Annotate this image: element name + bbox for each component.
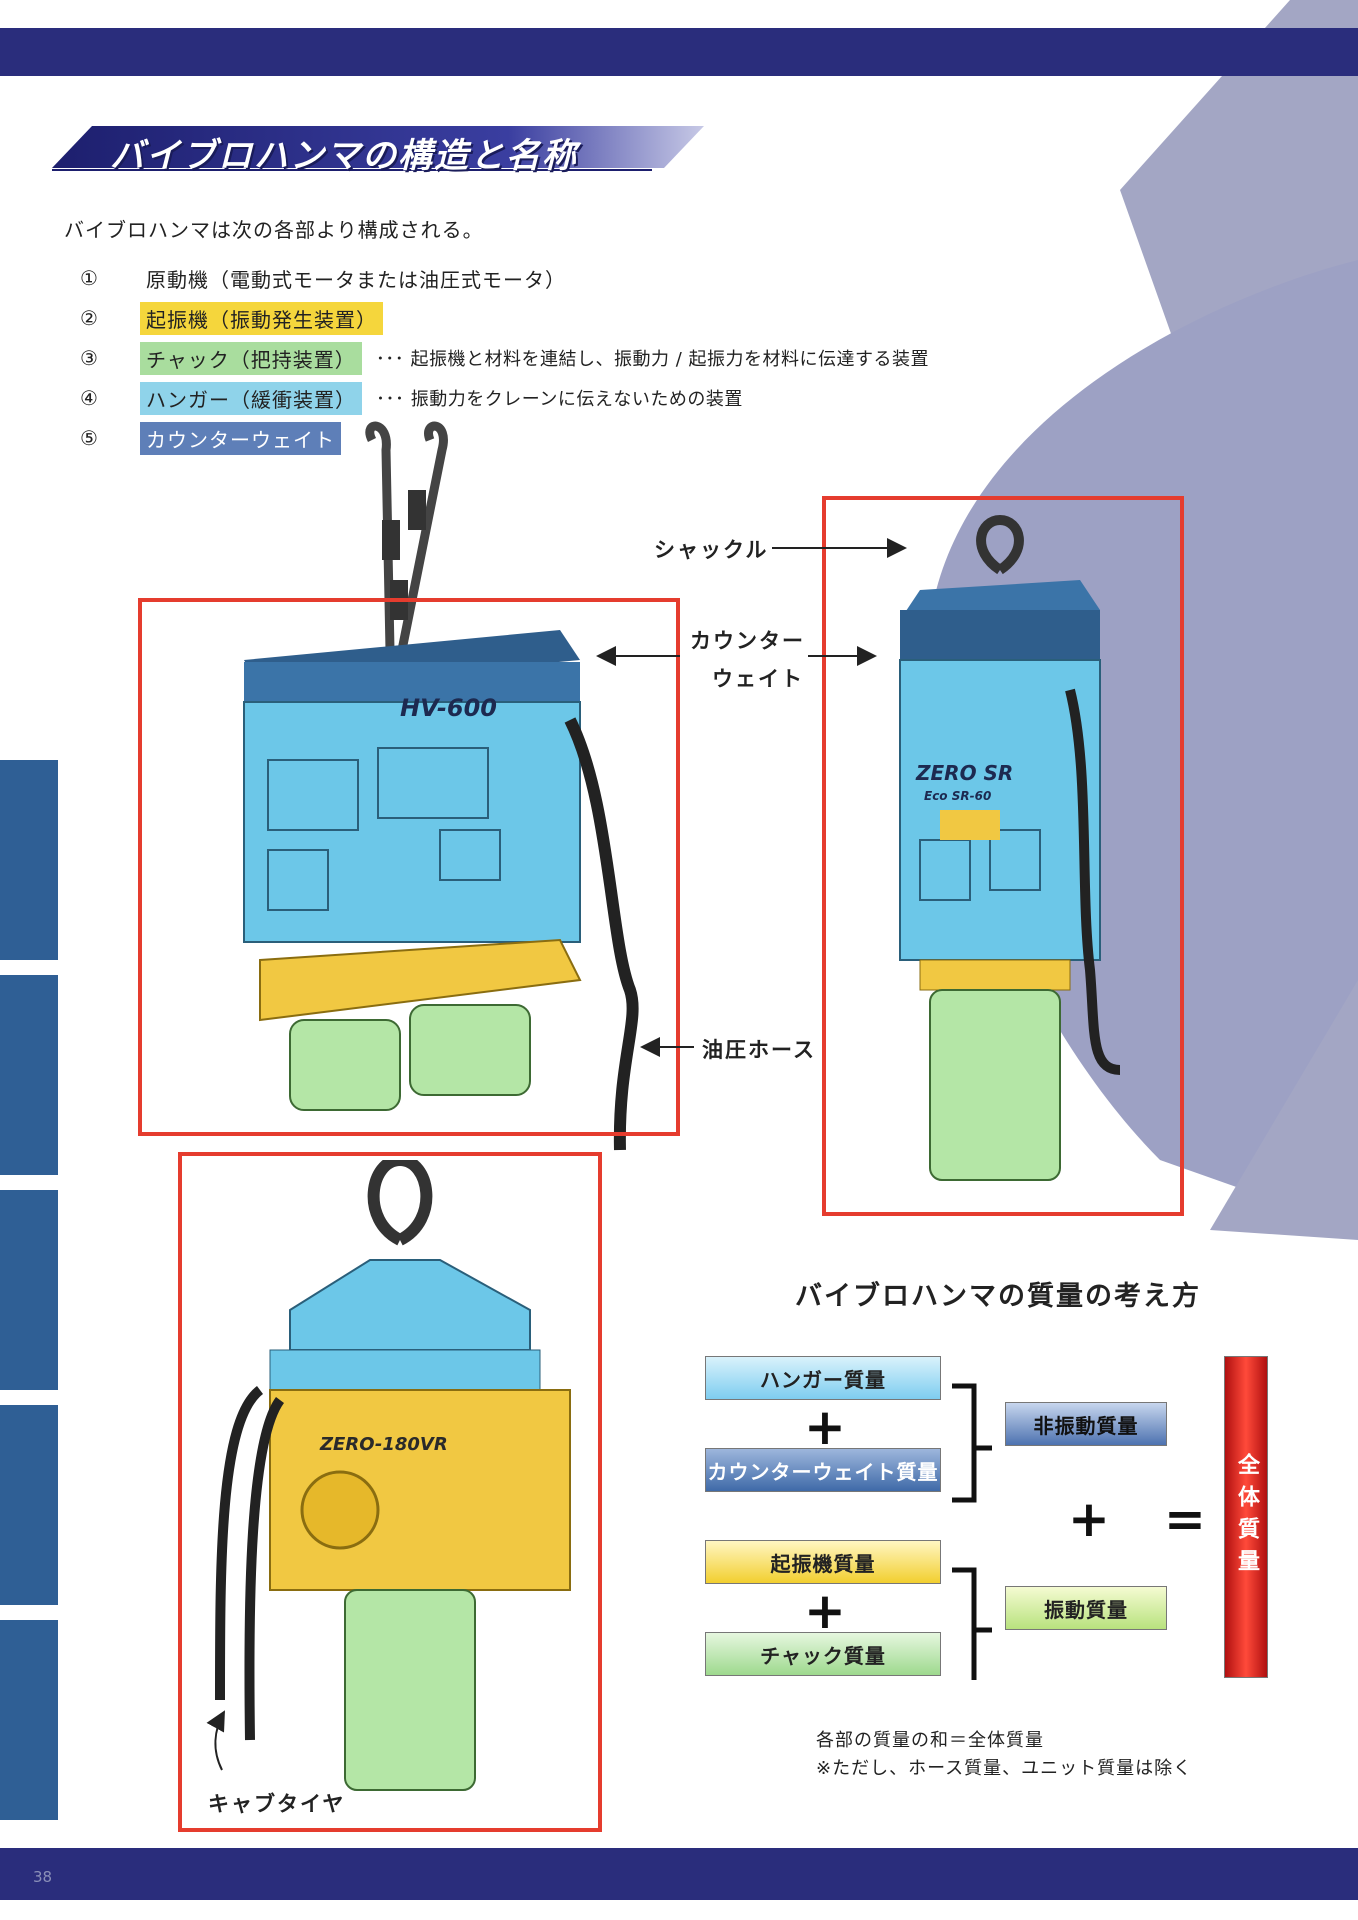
callout-counterweight-line2: ウェイト <box>712 667 804 691</box>
model-label-ecosr: Eco SR-60 <box>924 789 991 803</box>
model-label-hv600: HV-600 <box>400 694 497 722</box>
frame-zerosr <box>822 496 1184 1216</box>
component-number: ② <box>80 306 98 330</box>
component-item-1: ① 原動機（電動式モータまたは油圧式モータ） <box>80 262 572 294</box>
callout-cabtire: キャブタイヤ <box>208 1792 346 1816</box>
component-label: チャック（把持装置） <box>140 341 362 375</box>
component-number: ① <box>80 266 98 290</box>
chuck-weight-box: チャック質量 <box>705 1632 941 1676</box>
component-description: ･･･ 起振機と材料を連結し、振動力 / 起振力を材料に伝達する装置 <box>375 349 930 370</box>
component-label: 起振機（振動発生装置） <box>140 301 383 335</box>
title-banner <box>52 126 704 171</box>
weight-brackets <box>952 1383 992 1680</box>
top-bar <box>0 28 1358 76</box>
intro-text: バイブロハンマは次の各部より構成される。 <box>64 218 484 242</box>
side-tab-5 <box>0 1620 58 1820</box>
callout-counterweight-line1: カウンター <box>690 629 805 653</box>
weight-note-1: 各部の質量の和＝全体質量 <box>816 1730 1044 1751</box>
model-label-zerosr: ZERO SR <box>915 761 1013 785</box>
side-tab-2 <box>0 975 58 1175</box>
non-vibrating-weight-box: 非振動質量 <box>1005 1402 1167 1446</box>
side-tab-1 <box>0 760 58 960</box>
component-label: ハンガー（緩衝装置） <box>140 381 362 415</box>
plus-sign: + <box>804 1398 846 1456</box>
vibro-hammer-zerosr-illustration: ZERO SR Eco SR-60 <box>899 514 1121 1181</box>
component-number: ④ <box>80 386 98 410</box>
vibrating-weight-box: 振動質量 <box>1005 1586 1167 1630</box>
counterweight-weight-box: カウンターウェイト質量 <box>705 1448 941 1492</box>
total-weight-label: 全体質量 <box>1234 1453 1259 1581</box>
component-item-4: ④ ハンガー（緩衝装置） ･･･ 振動力をクレーンに伝えないための装置 <box>80 381 743 415</box>
weight-section-title: バイブロハンマの質量の考え方 <box>795 1281 1201 1312</box>
component-item-3: ③ チャック（把持装置） ･･･ 起振機と材料を連結し、振動力 / 起振力を材料… <box>80 341 930 375</box>
plus-sign: + <box>1068 1490 1110 1548</box>
component-number: ⑤ <box>80 426 98 450</box>
component-label: 原動機（電動式モータまたは油圧式モータ） <box>146 267 566 292</box>
vibro-hammer-zero180vr-illustration: ZERO-180VR <box>215 1160 571 1791</box>
page-number: 38 <box>33 1868 53 1886</box>
component-label: カウンターウェイト <box>140 421 341 455</box>
bottom-bar <box>0 1848 1358 1900</box>
frame-hv600 <box>138 598 680 1136</box>
exciter-weight-box: 起振機質量 <box>705 1540 941 1584</box>
vibro-hammer-hv600-illustration: HV-600 <box>243 421 639 1151</box>
total-weight-box: 全体質量 <box>1224 1356 1268 1678</box>
component-item-5: ⑤ カウンターウェイト <box>80 421 341 455</box>
callout-shackle: シャックル <box>654 538 769 562</box>
component-item-2: ② 起振機（振動発生装置） <box>80 301 383 335</box>
component-number: ③ <box>80 346 98 370</box>
plus-sign: + <box>804 1582 846 1640</box>
hanger-weight-box: ハンガー質量 <box>705 1356 941 1400</box>
weight-note-2: ※ただし、ホース質量、ユニット質量は除く <box>816 1758 1193 1779</box>
callout-hydraulic-hose: 油圧ホース <box>702 1038 816 1062</box>
page-title: バイブロハンマの構造と名称 <box>110 136 578 176</box>
side-tab-4 <box>0 1405 58 1605</box>
model-label-zero180: ZERO-180VR <box>319 1434 448 1455</box>
side-tab-3 <box>0 1190 58 1390</box>
component-description: ･･･ 振動力をクレーンに伝えないための装置 <box>376 389 743 410</box>
frame-zero180vr <box>178 1152 602 1832</box>
equals-sign: = <box>1164 1490 1206 1548</box>
